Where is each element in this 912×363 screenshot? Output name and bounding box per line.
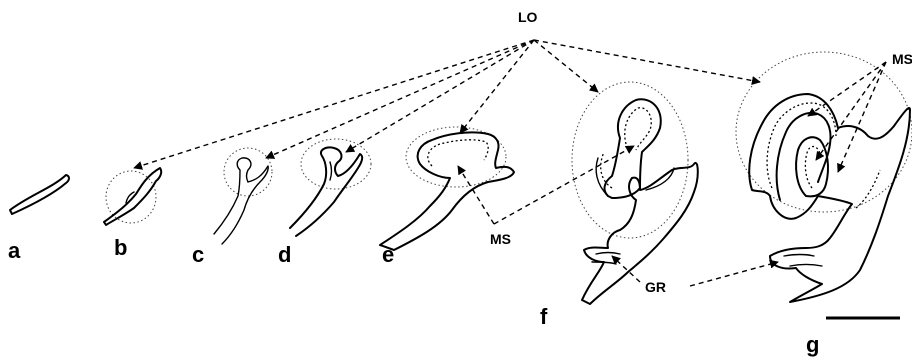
lo-arrow-e [460,40,534,133]
gr-arrow-g [690,262,778,286]
gr-arrow-f [612,256,640,282]
lo-arrow-f [534,40,598,92]
panel-label-f: f [540,304,548,329]
stage-d-outline [290,139,371,236]
panel-label-e: e [382,242,394,267]
stage-b-outline [104,168,161,225]
ms-label-top: MS [892,51,912,67]
panel-label-g: g [806,332,819,357]
panel-label-b: b [114,235,127,260]
stage-g-outline [736,52,912,302]
panel-label-d: d [278,242,291,267]
lo-arrows [134,40,760,168]
stage-f-region-circle [572,82,688,238]
ms-arrow-g2 [816,62,886,160]
stage-f-outline [572,82,698,304]
stage-a-outline [10,175,69,214]
gr-label: GR [645,279,666,295]
ms-arrow-e [458,166,494,224]
stage-c-region-circle [224,148,272,196]
lo-arrow-c [266,40,534,158]
lo-label: LO [518,9,538,25]
panel-label-c: c [192,242,204,267]
lo-arrow-d [346,40,534,152]
ms-arrow-f [494,146,634,224]
ms-label-middle: MS [490,231,511,247]
stage-c-outline [214,148,272,244]
gr-arrows [612,256,778,286]
lo-arrow-g [534,40,760,82]
panel-label-a: a [8,238,21,263]
